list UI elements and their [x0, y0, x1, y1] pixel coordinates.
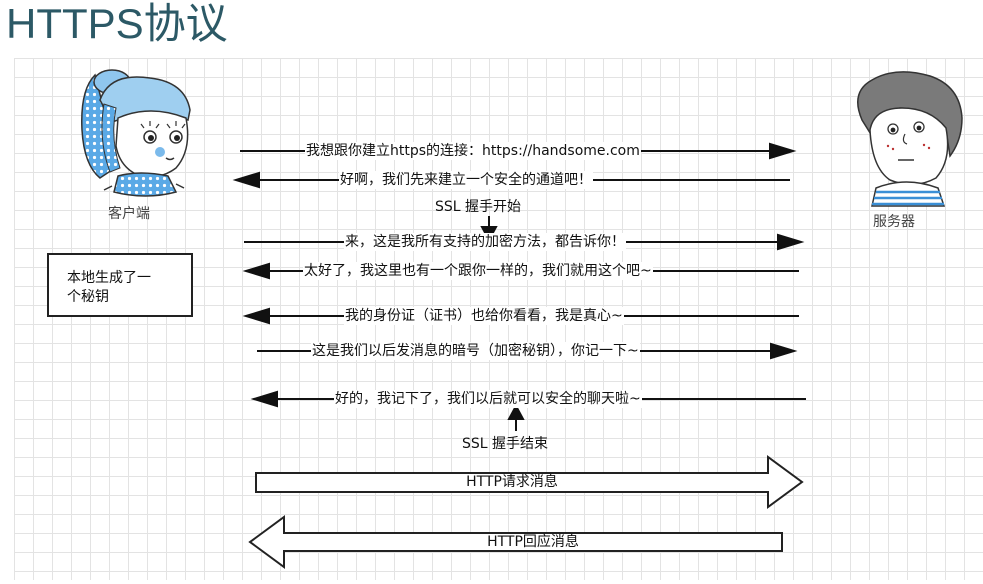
- handshake-start-label: SSL 握手开始: [435, 199, 522, 215]
- message-label: 我想跟你建立https的连接：https://handsome.com: [305, 142, 641, 160]
- server-avatar-icon: [857, 71, 963, 207]
- message-label: 好的，我记下了，我们以后就可以安全的聊天啦~: [334, 390, 642, 408]
- message-label: 来，这是我所有支持的加密方法，都告诉你！: [344, 233, 626, 251]
- message-label: 这是我们以后发消息的暗号（加密秘钥），你记一下~: [311, 342, 640, 360]
- http-response-arrow: [248, 515, 783, 569]
- message-label: 我的身份证（证书）也给你看看，我是真心~: [344, 307, 624, 325]
- http-request-arrow: [255, 455, 804, 509]
- local-key-note: 本地生成了一 个秘钥: [47, 253, 193, 317]
- note-line-2: 个秘钥: [67, 289, 109, 305]
- http-response-label: HTTP回应消息: [487, 534, 579, 550]
- client-avatar-icon: [81, 69, 191, 197]
- client-label: 客户端: [108, 206, 150, 222]
- http-request-label: HTTP请求消息: [466, 474, 558, 490]
- server-label: 服务器: [873, 214, 915, 230]
- message-label: 太好了，我这里也有一个跟你一样的，我们就用这个吧~: [303, 262, 653, 280]
- note-line-1: 本地生成了一: [67, 270, 151, 286]
- page-title: HTTPS协议: [6, 0, 228, 47]
- message-label: 好啊，我们先来建立一个安全的通道吧！: [339, 171, 593, 189]
- handshake-end-label: SSL 握手结束: [462, 436, 549, 452]
